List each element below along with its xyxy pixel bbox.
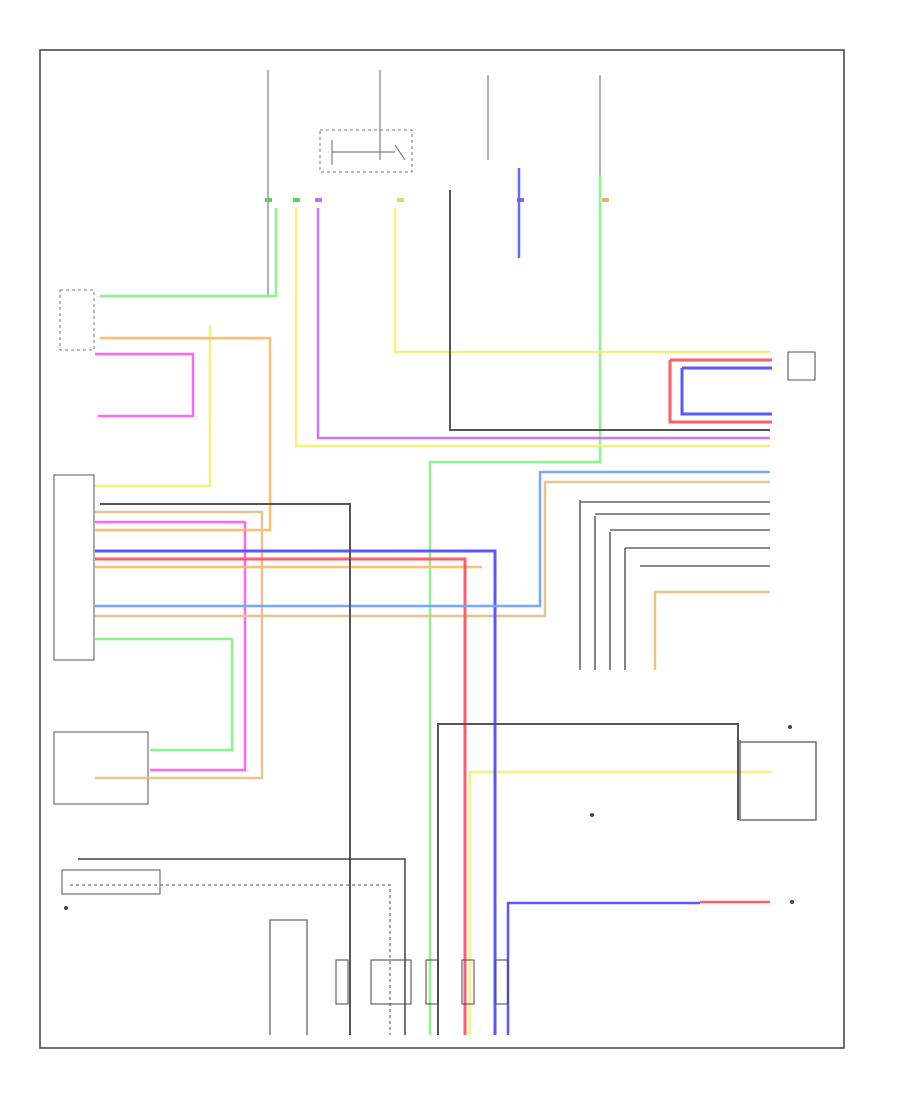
- wire-dashed-bottom: [70, 884, 391, 1035]
- bottom-connector-4: [461, 959, 475, 1005]
- wire-tan-main: [95, 480, 770, 618]
- wire-gray-vertical: [100, 503, 351, 1035]
- wire-blue-bottom: [506, 901, 700, 1035]
- top-feeds: [265, 70, 609, 295]
- wire-gray-horizontal: [449, 190, 770, 431]
- wire-blue-main: [95, 549, 497, 1035]
- wire-pink-module: [95, 520, 247, 772]
- right-connector: [787, 351, 816, 381]
- relay-box: [319, 129, 413, 173]
- wire-gray-drops: [579, 500, 626, 670]
- right-box-wire: [739, 740, 817, 821]
- wire-gray-bottom: [437, 723, 739, 1035]
- diagram-frame: [39, 49, 845, 1049]
- wire-yellow-main: [294, 208, 770, 448]
- bottom-connectors: [335, 959, 509, 1005]
- wire-yellow-bottom: [468, 770, 772, 1035]
- tiny-marks: [64, 725, 794, 910]
- wire-blue-right: [680, 366, 772, 416]
- bottom-connector-3: [425, 959, 439, 1005]
- wire-yellow-left: [95, 325, 212, 488]
- bottom-connector-1: [335, 959, 349, 1005]
- wire-red-main: [95, 557, 467, 1035]
- left-components: [53, 289, 161, 895]
- wire-green-module: [95, 637, 234, 752]
- wire-green-long: [428, 175, 602, 1035]
- wire-green-top: [100, 208, 278, 298]
- switch-wire: [269, 919, 308, 1035]
- wire-yellow-upper: [393, 208, 770, 354]
- wire-pink-loop: [95, 352, 195, 418]
- relay-switch: [394, 144, 406, 161]
- wire-tan-module: [95, 510, 264, 780]
- wire-orange-left: [95, 336, 272, 532]
- right-switch-mark: [790, 900, 794, 904]
- left-sensor-box: [61, 869, 161, 895]
- junction-mark: [788, 725, 792, 729]
- wire-black-bottom: [78, 858, 406, 1035]
- wire-tan-right: [653, 590, 770, 670]
- wire-gray-rightbus: [580, 501, 770, 567]
- left-component-1: [59, 289, 95, 351]
- wire-violet-main: [316, 208, 770, 440]
- wire-red-right: [668, 358, 772, 424]
- left-ground-mark: [64, 906, 68, 910]
- ground-mark: [590, 813, 594, 817]
- wire-lightblue-main: [95, 470, 770, 608]
- bottom-connector-5: [495, 959, 509, 1005]
- ecm-block: [53, 474, 95, 661]
- transmission-module: [53, 731, 149, 805]
- wires: [70, 168, 817, 1035]
- bottom-connector-2: [370, 959, 412, 1005]
